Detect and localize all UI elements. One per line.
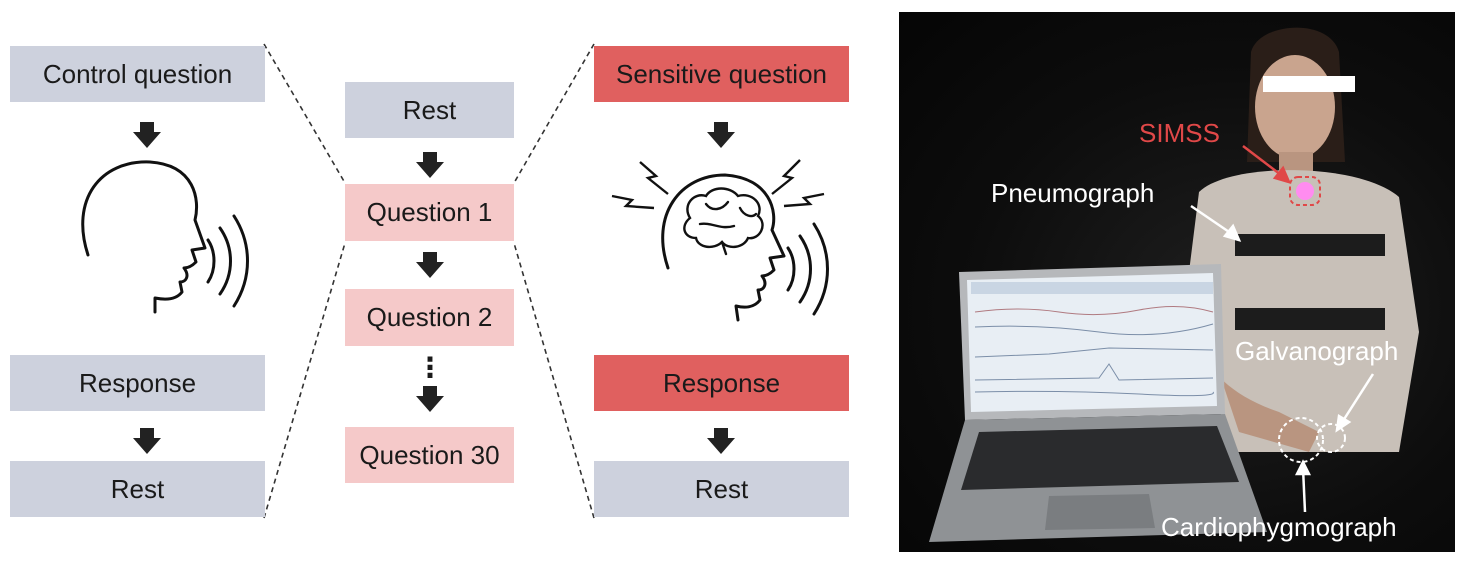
down-arrow-icon: [416, 252, 444, 278]
laptop-trackpad: [1045, 494, 1155, 530]
laptop-keyboard: [961, 426, 1239, 490]
question-2-label: Question 2: [366, 302, 493, 332]
down-arrow-icon: [416, 152, 444, 178]
annotation-arrows: [1190, 204, 1375, 513]
rest-label-right: Rest: [694, 473, 749, 504]
speaking-head-icon: [81, 160, 249, 314]
pneumograph-belt: [1235, 234, 1385, 256]
experiment-photo: SIMSS Pneumograph Galvanograph Cardiophy…: [899, 12, 1455, 552]
down-arrow-icon: [133, 122, 161, 148]
lightning-icon: [771, 159, 801, 195]
response-box-left: Response: [10, 355, 265, 411]
question-30-box: Question 30: [345, 427, 514, 483]
sensitive-question-label: Sensitive question: [615, 58, 828, 89]
response-label-left: Response: [78, 367, 197, 398]
privacy-bar: [1263, 76, 1355, 92]
rest-box-middle: Rest: [345, 82, 514, 138]
connector-left-top: [263, 43, 346, 184]
question-2-box: Question 2: [345, 289, 514, 346]
question-1-box: Question 1: [345, 184, 514, 241]
galvanograph-label: Galvanograph: [1235, 336, 1399, 366]
lightning-icon: [639, 161, 669, 195]
signal-traces: [974, 305, 1214, 397]
control-question-box: Control question: [10, 46, 265, 102]
galvano-sensor-highlight: [1316, 423, 1346, 453]
control-question-label: Control question: [42, 58, 233, 89]
lightning-icons: [611, 159, 825, 210]
laptop-toolbar: [971, 282, 1213, 294]
rest-box-right: Rest: [594, 461, 849, 517]
response-box-right: Response: [594, 355, 849, 411]
response-label-right: Response: [662, 367, 781, 398]
question-30-label: Question 30: [359, 439, 500, 470]
simss-device: [1296, 182, 1314, 200]
cardio-sensor-highlight: [1278, 417, 1324, 463]
down-arrow-icon: [707, 122, 735, 148]
simss-arrow: [1242, 145, 1292, 184]
down-arrow-icon: [416, 386, 444, 412]
connector-right-bottom: [513, 242, 595, 519]
lightning-icon: [611, 194, 655, 210]
brain-icon: [683, 187, 764, 256]
face: [1255, 55, 1335, 159]
connector-left-bottom: [263, 242, 346, 519]
rest-box-left: Rest: [10, 461, 265, 517]
rest-label-middle: Rest: [402, 94, 457, 125]
down-arrow-icon: [707, 428, 735, 454]
ellipsis-vertical: ⋮: [415, 350, 445, 384]
question-1-label: Question 1: [366, 197, 493, 227]
rest-label-left: Rest: [110, 473, 165, 504]
dashed-connectors: [263, 43, 595, 519]
cardiophygmograph-label: Cardiophygmograph: [1161, 512, 1397, 542]
photo-illustration: [929, 27, 1419, 542]
lightning-icon: [783, 192, 825, 208]
sensitive-question-box: Sensitive question: [594, 46, 849, 102]
lower-belt: [1235, 308, 1385, 330]
stressed-head-icon: [661, 173, 829, 322]
down-arrow-icon: [133, 428, 161, 454]
simss-highlight: [1289, 176, 1321, 206]
connector-right-top: [513, 43, 595, 184]
ellipsis-label: ⋮: [416, 351, 444, 383]
simss-label: SIMSS: [1139, 118, 1220, 148]
pneumograph-label: Pneumograph: [991, 178, 1155, 208]
arm: [1197, 312, 1319, 452]
